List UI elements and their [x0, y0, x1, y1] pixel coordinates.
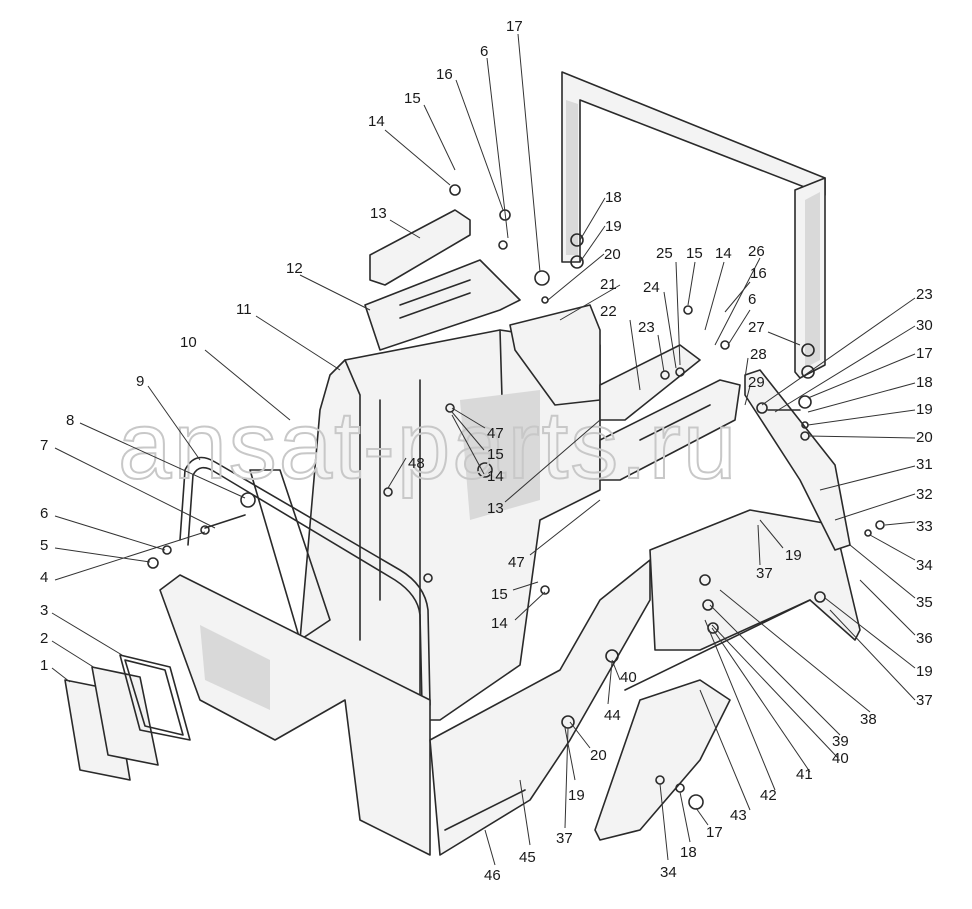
callout-15-top: 15 — [404, 90, 421, 107]
callout-19-top: 19 — [605, 218, 622, 235]
callout-6-right: 6 — [748, 291, 756, 308]
callout-20-top: 20 — [604, 246, 621, 263]
callout-18-bottom: 18 — [680, 844, 697, 861]
callout-32: 32 — [916, 486, 933, 503]
callout-20-right: 20 — [916, 429, 933, 446]
callout-42: 42 — [760, 787, 777, 804]
callout-41: 41 — [796, 766, 813, 783]
callout-19-mid: 19 — [785, 547, 802, 564]
callout-17-top: 17 — [506, 18, 523, 35]
callout-16-right: 16 — [750, 265, 767, 282]
callout-14-top: 14 — [368, 113, 385, 130]
callout-9: 9 — [136, 373, 144, 390]
callout-34-bottom: 34 — [660, 864, 677, 881]
callout-14-lower: 14 — [491, 615, 508, 632]
callout-11: 11 — [236, 301, 252, 318]
callout-6-left: 6 — [40, 505, 48, 522]
callout-13: 13 — [370, 205, 387, 222]
callout-29: 29 — [748, 374, 765, 391]
callout-26: 26 — [748, 243, 765, 260]
callout-34-right: 34 — [916, 557, 933, 574]
callout-labels: 1 2 3 4 5 6 7 8 9 10 11 12 13 14 15 16 6… — [40, 18, 933, 884]
callout-16-top: 16 — [436, 66, 453, 83]
callout-47-lower: 47 — [508, 554, 525, 571]
callout-10: 10 — [180, 334, 197, 351]
callout-17-bottom: 17 — [706, 824, 723, 841]
callout-28: 28 — [750, 346, 767, 363]
callout-40-mid: 40 — [620, 669, 637, 686]
hinge-hardware — [147, 492, 256, 569]
callout-44: 44 — [604, 707, 621, 724]
left-side-pad-assembly — [364, 209, 521, 351]
callout-15-right: 15 — [686, 245, 703, 262]
callout-30: 30 — [916, 317, 933, 334]
callout-20-bottom: 20 — [590, 747, 607, 764]
right-rail — [744, 369, 851, 551]
callout-15-lower: 15 — [491, 586, 508, 603]
callout-39: 39 — [832, 733, 849, 750]
callout-37-bottom: 37 — [556, 830, 573, 847]
callout-23-right: 23 — [916, 286, 933, 303]
callout-6-top: 6 — [480, 43, 488, 60]
callout-37-right: 37 — [916, 692, 933, 709]
callout-40-right: 40 — [832, 750, 849, 767]
callout-17-right: 17 — [916, 345, 933, 362]
callout-14-upper: 14 — [487, 468, 504, 485]
rops-frame — [561, 71, 826, 379]
callout-35: 35 — [916, 594, 933, 611]
callout-38: 38 — [860, 711, 877, 728]
callout-19-lowright: 19 — [916, 663, 933, 680]
callout-36: 36 — [916, 630, 933, 647]
callout-24: 24 — [643, 279, 660, 296]
callout-3: 3 — [40, 602, 48, 619]
right-fender — [594, 509, 861, 841]
callout-37-mid: 37 — [756, 565, 773, 582]
watermark-text: ansat-parts.ru — [118, 392, 738, 499]
callout-1: 1 — [40, 657, 48, 674]
callout-48: 48 — [408, 455, 425, 472]
floor-tub — [159, 559, 651, 856]
callout-25: 25 — [656, 245, 673, 262]
callout-22: 22 — [600, 303, 617, 320]
callout-45: 45 — [519, 849, 536, 866]
callout-19-right: 19 — [916, 401, 933, 418]
callout-46: 46 — [484, 867, 501, 884]
callout-27: 27 — [748, 319, 765, 336]
handrail — [179, 456, 431, 706]
callout-5: 5 — [40, 537, 48, 554]
callout-7: 7 — [40, 437, 48, 454]
callout-2: 2 — [40, 630, 48, 647]
callout-13-mid: 13 — [487, 500, 504, 517]
callout-12: 12 — [286, 260, 303, 277]
callout-31: 31 — [916, 456, 933, 473]
window-glass-set — [64, 654, 191, 781]
callout-47-upper: 47 — [487, 425, 504, 442]
callout-19-bottom: 19 — [568, 787, 585, 804]
callout-4: 4 — [40, 569, 48, 586]
cab-frame — [249, 329, 601, 721]
callout-14-right: 14 — [715, 245, 732, 262]
callout-15-upper: 15 — [487, 446, 504, 463]
callout-8: 8 — [66, 412, 74, 429]
callout-33: 33 — [916, 518, 933, 535]
callout-18-right: 18 — [916, 374, 933, 391]
callout-23-mid: 23 — [638, 319, 655, 336]
callout-18-top: 18 — [605, 189, 622, 206]
callout-43: 43 — [730, 807, 747, 824]
callout-21: 21 — [600, 276, 617, 293]
